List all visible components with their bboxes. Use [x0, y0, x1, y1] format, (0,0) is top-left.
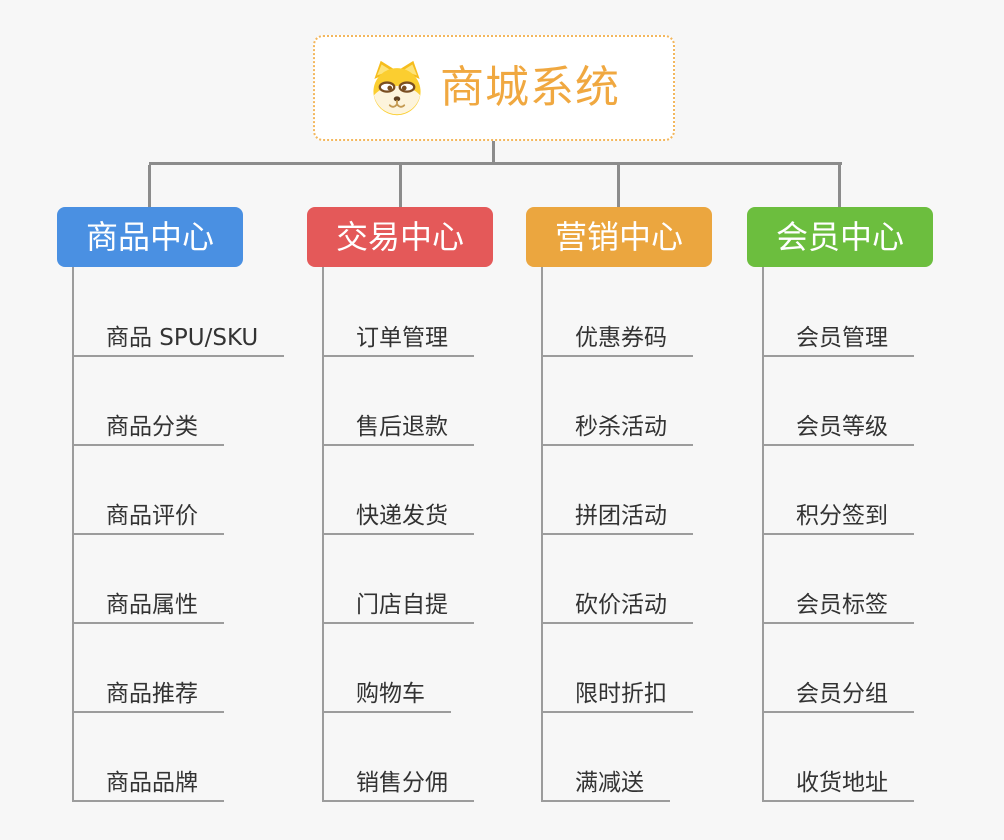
leaf-item[interactable]: 商品属性 — [72, 588, 224, 624]
branch-marketing-center: 营销中心优惠券码秒杀活动拼团活动砍价活动限时折扣满减送 — [526, 207, 712, 817]
connector-drop-2 — [399, 165, 402, 207]
leaf-item[interactable]: 优惠券码 — [541, 321, 693, 357]
connector-trunk — [149, 162, 842, 165]
leaf-item[interactable]: 砍价活动 — [541, 588, 693, 624]
root-title: 商城系统 — [440, 62, 620, 113]
leaf-item[interactable]: 满减送 — [541, 766, 670, 802]
leaf-item[interactable]: 商品分类 — [72, 410, 224, 446]
branch-trade-center: 交易中心订单管理售后退款快递发货门店自提购物车销售分佣 — [307, 207, 493, 817]
branch-node-trade-center[interactable]: 交易中心 — [307, 207, 493, 267]
leaf-item[interactable]: 商品 SPU/SKU — [72, 321, 285, 357]
leaf-item[interactable]: 门店自提 — [322, 588, 474, 624]
connector-drop-3 — [617, 165, 620, 207]
connector-drop-4 — [838, 165, 841, 207]
leaf-item[interactable]: 商品评价 — [72, 499, 224, 535]
leaf-item[interactable]: 积分签到 — [762, 499, 914, 535]
leaf-item[interactable]: 拼团活动 — [541, 499, 693, 535]
leaf-item[interactable]: 销售分佣 — [322, 766, 474, 802]
connector-root-drop — [492, 141, 495, 165]
leaf-item[interactable]: 快递发货 — [322, 499, 474, 535]
leaf-item[interactable]: 会员标签 — [762, 588, 914, 624]
leaf-item[interactable]: 购物车 — [322, 677, 451, 713]
dog-face-icon — [373, 60, 421, 116]
branch-node-product-center[interactable]: 商品中心 — [57, 207, 243, 267]
leaf-item[interactable]: 限时折扣 — [541, 677, 693, 713]
leaf-item[interactable]: 订单管理 — [322, 321, 474, 357]
leaf-item[interactable]: 收货地址 — [762, 766, 914, 802]
branch-member-center: 会员中心会员管理会员等级积分签到会员标签会员分组收货地址 — [747, 207, 933, 817]
branch-product-center: 商品中心商品 SPU/SKU 商品分类商品评价商品属性商品推荐商品品牌 — [57, 207, 285, 817]
leaf-item[interactable]: 售后退款 — [322, 410, 474, 446]
leaf-item[interactable]: 商品推荐 — [72, 677, 224, 713]
leaf-item[interactable]: 秒杀活动 — [541, 410, 693, 446]
leaf-item[interactable]: 会员分组 — [762, 677, 914, 713]
root-node[interactable]: 商城系统 — [313, 35, 675, 141]
branch-node-marketing-center[interactable]: 营销中心 — [526, 207, 712, 267]
leaf-item[interactable]: 会员管理 — [762, 321, 914, 357]
leaf-item[interactable]: 会员等级 — [762, 410, 914, 446]
leaf-item[interactable]: 商品品牌 — [72, 766, 224, 802]
branch-node-member-center[interactable]: 会员中心 — [747, 207, 933, 267]
connector-drop-1 — [148, 165, 151, 207]
